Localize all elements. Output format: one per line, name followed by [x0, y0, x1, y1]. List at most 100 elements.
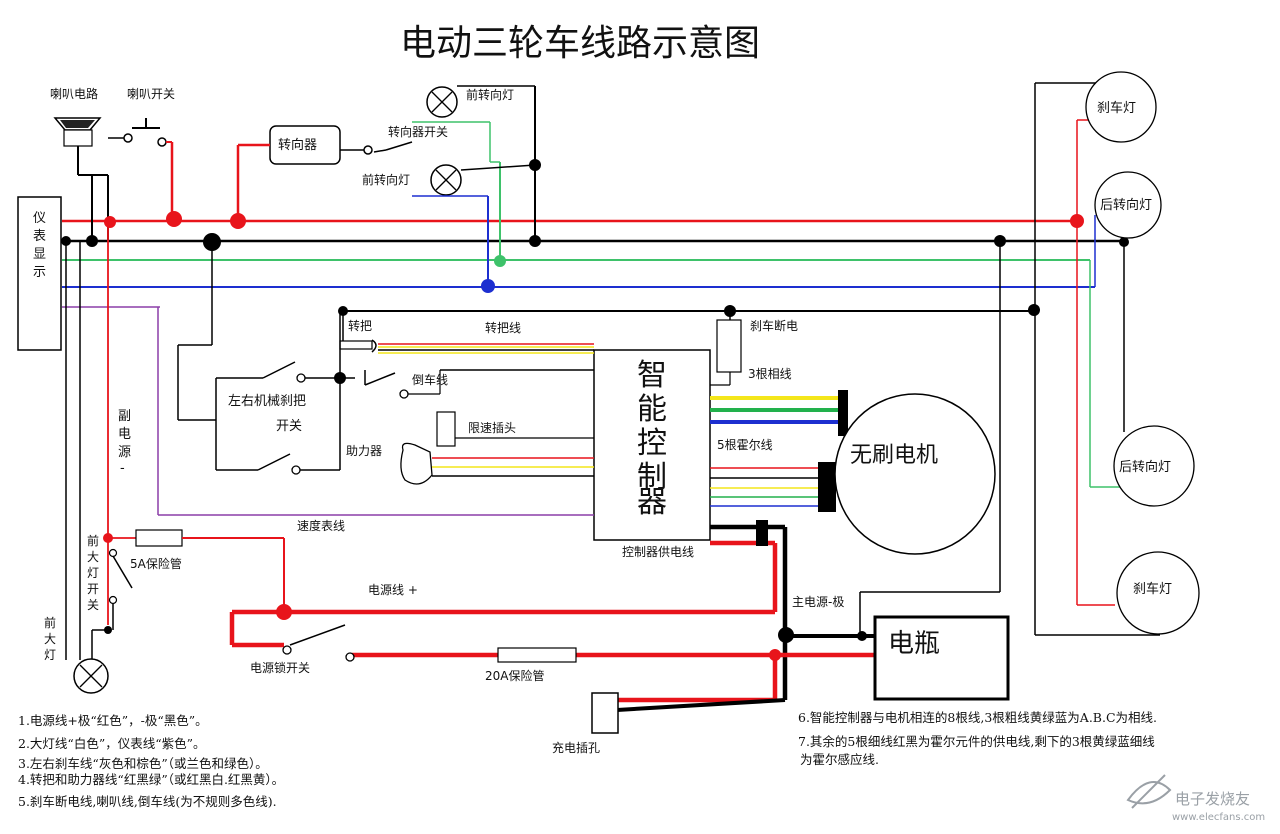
speedometer-wire-label: 速度表线 — [297, 518, 345, 533]
note-line: 3.左右刹车线“灰色和棕色”（或兰色和绿色）。 — [18, 756, 268, 771]
motor-label: 无刷电机 — [850, 443, 938, 468]
aux-power-char-4: - — [120, 461, 125, 476]
instrument-label-2: 表 — [33, 229, 46, 244]
three-phase-label: 3根相线 — [748, 367, 792, 381]
mech-brake-switches — [177, 242, 355, 475]
fuse-5a — [103, 529, 285, 612]
aux-power — [65, 222, 109, 660]
throttle-wire-label: 转把线 — [485, 320, 521, 335]
charge-port-label: 充电插孔 — [552, 740, 600, 755]
hall-wires-label: 5根霍尔线 — [717, 437, 773, 452]
notes-right: 6.智能控制器与电机相连的8根线,3根粗线黄绿蓝为A.B.C为相线. 7.其余的… — [798, 710, 1157, 767]
controller-char-4: 制 — [637, 460, 667, 495]
throttle — [339, 311, 594, 354]
speed-limit-plug — [436, 411, 594, 447]
headlight-switch-char-1: 前 — [87, 533, 99, 548]
note-line: 1.电源线+极“红色”，-极“黑色”。 — [18, 713, 208, 728]
motor — [834, 393, 996, 555]
brake-cutoff — [710, 311, 742, 386]
controller-char-3: 控 — [637, 426, 667, 461]
front-turn-lamp-top-label: 前转向灯 — [466, 87, 514, 102]
reverse-wire-label: 倒车线 — [412, 372, 448, 387]
instrument-box — [17, 196, 62, 351]
instrument-label-3: 显 — [33, 247, 46, 262]
aux-power-char-2: 电 — [118, 427, 131, 442]
mech-brake-label: 左右机械刹把 — [228, 394, 306, 409]
turn-switch-label: 转向器开关 — [388, 124, 448, 139]
turn-relay-label: 转向器 — [278, 137, 317, 153]
note-line: 为霍尔感应线. — [800, 752, 879, 767]
horn — [53, 117, 109, 241]
rear-turn-bottom — [1113, 425, 1195, 507]
aux-power-char-1: 副 — [118, 409, 131, 424]
brake-lamp-bottom-label: 刹车灯 — [1133, 581, 1172, 597]
headlight-char-1: 前 — [44, 615, 56, 630]
controller-char-5: 器 — [637, 485, 667, 520]
headlight-char-3: 灯 — [44, 648, 56, 662]
battery — [873, 615, 1010, 701]
throttle-label: 转把 — [348, 318, 372, 333]
speed-limit-label: 限速插头 — [468, 421, 516, 435]
power-lock-switch — [282, 624, 355, 662]
watermark-logo-icon — [1126, 774, 1172, 809]
speedometer-wire — [157, 307, 594, 516]
front-turn-lamp-mid — [412, 164, 536, 287]
note-line: 4.转把和助力器线“红黑绿”（或红黑白.红黑黄）。 — [18, 772, 284, 787]
brake-lamp-top-label: 刹车灯 — [1097, 100, 1136, 116]
headlight-switch-char-5: 关 — [87, 598, 99, 612]
battery-label: 电瓶 — [888, 629, 940, 659]
power-wire-pos-label: 电源线 + — [368, 583, 418, 597]
controller-supply-label: 控制器供电线 — [622, 545, 694, 559]
horn-switch — [108, 118, 174, 221]
assist-sensor — [400, 442, 594, 485]
headlight-switch — [91, 548, 133, 660]
main-neg-label: 主电源-极 — [792, 595, 844, 609]
headlight — [73, 658, 109, 694]
horn-switch-label: 喇叭开关 — [127, 86, 175, 101]
headlight-char-2: 大 — [44, 632, 56, 646]
controller-box — [593, 349, 711, 541]
turn-switch — [373, 141, 413, 153]
main-power-lines — [229, 520, 875, 712]
watermark-sub: www.elecfans.com — [1172, 812, 1265, 823]
front-turn-lamp-top — [412, 85, 536, 260]
headlight-switch-char-4: 开 — [87, 582, 99, 596]
aux-power-char-3: 源 — [118, 445, 131, 460]
fuse-5a-label: 5A保险管 — [130, 556, 182, 571]
rear-turn-top — [1094, 171, 1162, 239]
front-turn-lamp-mid-label: 前转向灯 — [362, 172, 410, 187]
phase-wires — [710, 390, 848, 436]
note-line: 2.大灯线“白色”，仪表线“紫色”。 — [18, 736, 206, 751]
charge-port — [591, 692, 619, 734]
watermark: 电子发烧友 www.elecfans.com — [1126, 774, 1265, 823]
turn-relay — [236, 125, 373, 221]
headlight-switch-char-2: 大 — [87, 550, 99, 564]
brake-lamp-bottom — [1116, 551, 1200, 635]
watermark-main: 电子发烧友 — [1175, 790, 1250, 808]
brake-lamp-top — [1085, 71, 1157, 143]
controller-char-2: 能 — [637, 392, 667, 427]
fuse-20a-label: 20A保险管 — [485, 668, 544, 683]
note-line: 5.刹车断电线,喇叭线,倒车线(为不规则多色线). — [18, 794, 277, 809]
diagram-title: 电动三轮车线路示意图 — [400, 23, 760, 64]
mech-brake-switch-label: 开关 — [276, 419, 302, 434]
note-line: 7.其余的5根细线红黑为霍尔元件的供电线,剩下的3根黄绿蓝细线 — [798, 734, 1155, 749]
fuse-20a — [497, 647, 577, 663]
rear-lamps — [859, 82, 1160, 636]
horn-circuit-label: 喇叭电路 — [50, 86, 98, 101]
notes-left: 1.电源线+极“红色”，-极“黑色”。 2.大灯线“白色”，仪表线“紫色”。 3… — [18, 713, 284, 809]
assist-label: 助力器 — [346, 444, 382, 458]
instrument-label-4: 示 — [33, 265, 46, 280]
instrument-label-1: 仪 — [33, 211, 46, 226]
hall-wires — [710, 462, 836, 512]
headlight-switch-char-3: 灯 — [87, 566, 99, 580]
controller-char-1: 智 — [637, 358, 667, 393]
bus-lines — [62, 219, 1125, 312]
reverse-switch — [364, 369, 594, 399]
rear-turn-top-label: 后转向灯 — [1100, 197, 1152, 213]
note-line: 6.智能控制器与电机相连的8根线,3根粗线黄绿蓝为A.B.C为相线. — [798, 710, 1157, 725]
brake-cutoff-label: 刹车断电 — [750, 318, 798, 333]
rear-turn-bottom-label: 后转向灯 — [1119, 459, 1171, 475]
